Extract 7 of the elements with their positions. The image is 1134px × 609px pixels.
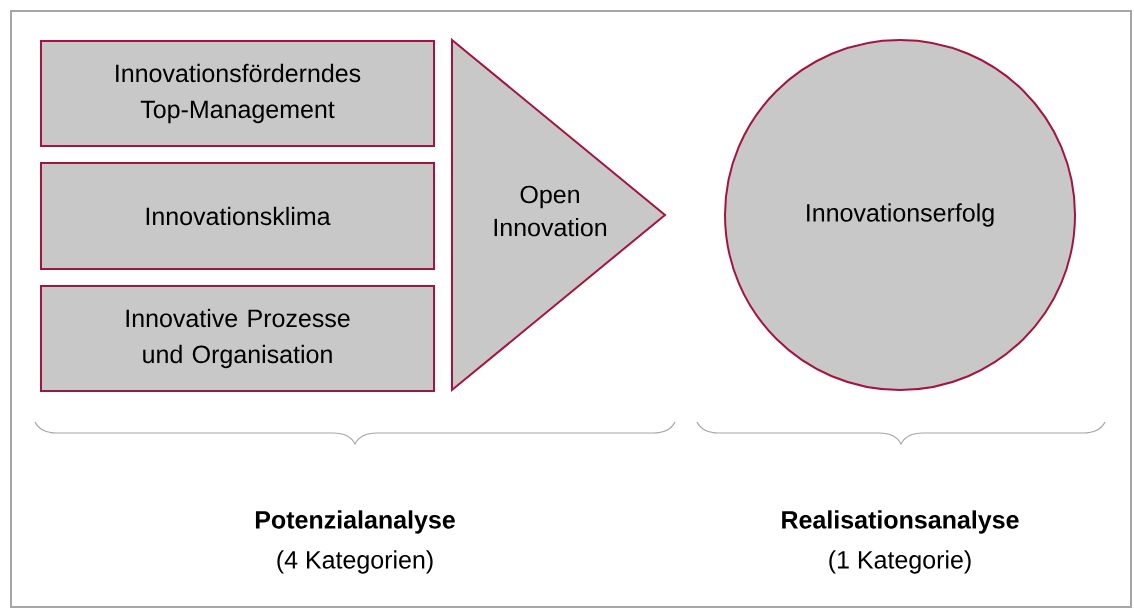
text-box: Innovative Prozesse und Organisation <box>40 285 435 392</box>
heading: Potenzialanalyse <box>255 510 455 534</box>
text-box: Innovationsförderndes Top-Management <box>40 40 435 147</box>
heading: Realisationsanalyse <box>782 510 1019 534</box>
subheading: (1 Kategorie) <box>829 550 971 574</box>
text-box: Innovationsklima <box>40 162 435 270</box>
subheading: (4 Kategorien) <box>277 550 433 574</box>
